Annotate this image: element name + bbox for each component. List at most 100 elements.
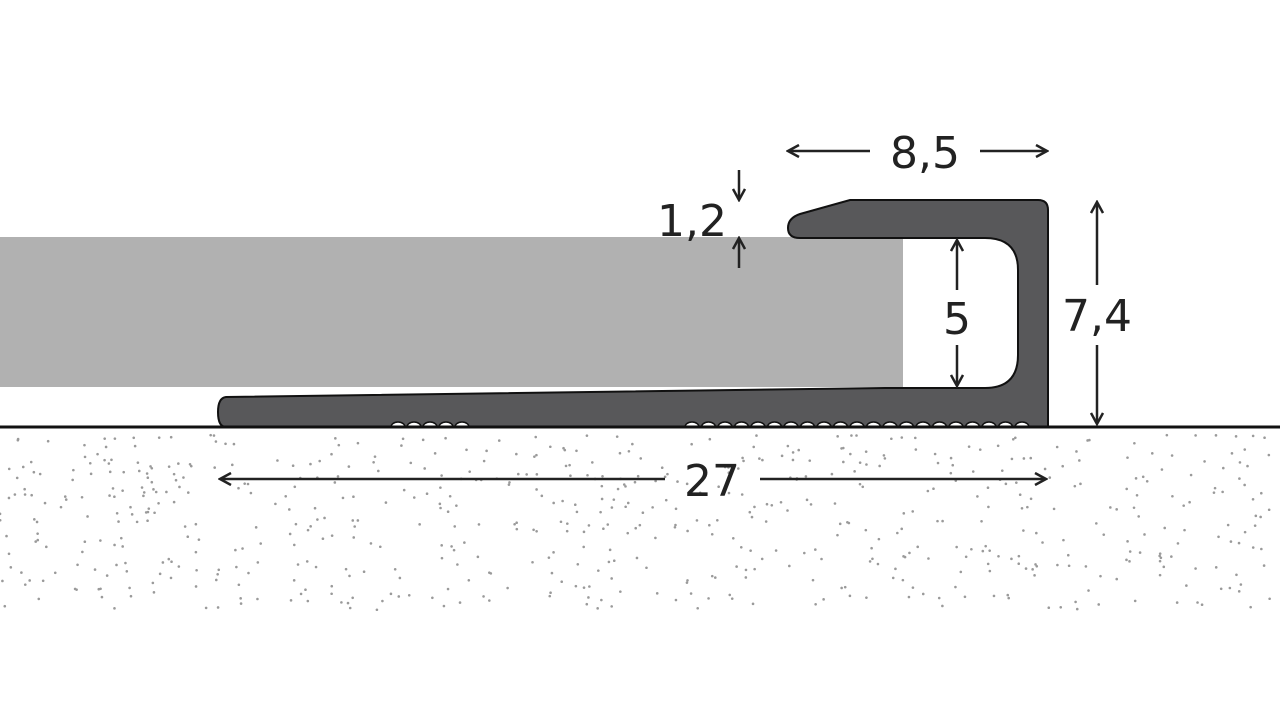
ground-dot [23, 493, 27, 496]
ground-dot [908, 551, 911, 555]
ground-dot [631, 442, 634, 446]
ground-dot [1075, 607, 1079, 611]
ground-dot [1158, 559, 1162, 563]
ground-dot [1238, 477, 1241, 480]
ground-dot [137, 469, 141, 473]
ground-dot [727, 466, 730, 469]
ground-dot [38, 472, 42, 476]
ground-dot [731, 536, 735, 540]
ground-dot [256, 597, 259, 601]
ground-dot [194, 585, 198, 588]
ground-dot [842, 446, 845, 450]
ground-dot [513, 522, 516, 526]
ground-dot [1228, 586, 1232, 590]
dim-inner-height: 5 [943, 294, 971, 345]
ground-dot [230, 463, 234, 467]
ground-dot [135, 520, 139, 524]
ground-dot [980, 519, 983, 523]
ground-dot [936, 461, 940, 465]
ground-dot [362, 570, 366, 574]
ground-dot [516, 472, 520, 476]
ground-dot [1158, 552, 1162, 555]
ground-dot [788, 564, 791, 568]
ground-dot [108, 470, 112, 474]
ground-dot [41, 579, 45, 583]
ground-dot [1234, 435, 1238, 438]
ground-dot [1099, 574, 1102, 578]
ground-dot [954, 585, 957, 589]
ground-dot [33, 518, 36, 521]
ground-dot [765, 502, 769, 506]
ground-dot [93, 568, 97, 571]
ground-dot [1214, 434, 1218, 437]
ground-dot [761, 458, 764, 462]
ground-dot [791, 458, 795, 462]
ground-dot [780, 454, 784, 458]
ground-dot [1115, 508, 1118, 511]
ground-dot [1230, 452, 1234, 455]
ground-dot [1138, 551, 1142, 554]
ground-dot [1066, 553, 1070, 557]
ground-dot [1221, 490, 1224, 494]
ground-dot [970, 547, 973, 551]
ground-dot [1026, 505, 1029, 509]
ground-dot [685, 581, 689, 584]
ground-dot [124, 561, 127, 565]
ground-dot [698, 491, 702, 495]
ground-dot [1125, 487, 1129, 491]
ground-dot [23, 487, 26, 491]
ground-dot [304, 588, 307, 592]
ground-dot [696, 606, 700, 610]
ground-dot [1061, 464, 1064, 468]
ground-dot [142, 491, 146, 494]
ground-dot [566, 522, 569, 525]
ground-dot [249, 491, 253, 495]
ground-dot [169, 576, 173, 580]
ground-dot [786, 444, 790, 448]
ground-dot [136, 461, 140, 464]
ground-dot [1238, 461, 1242, 464]
ground-dot [1150, 452, 1154, 455]
ground-dot [1125, 558, 1128, 562]
ground-dot [209, 433, 212, 437]
ground-dot [401, 437, 405, 441]
ground-dot [626, 531, 630, 535]
ground-dot [314, 565, 318, 569]
ground-dot [1251, 497, 1255, 501]
ground-dot [188, 462, 192, 466]
ground-dot [838, 522, 842, 526]
ground-dot [477, 523, 481, 526]
ground-dot [1235, 573, 1238, 577]
ground-dot [194, 522, 198, 526]
ground-dot [616, 487, 620, 491]
ground-dot [842, 460, 845, 464]
ground-dot [660, 466, 664, 470]
ground-dot [941, 604, 944, 608]
ground-dot [641, 511, 645, 515]
ground-dot [88, 461, 92, 465]
ground-dot [981, 549, 985, 553]
ground-dot [582, 586, 586, 589]
ground-dot [15, 476, 19, 480]
ground-dot [760, 557, 764, 561]
ground-dot [348, 606, 352, 610]
ground-dot [619, 590, 622, 593]
ground-dot [73, 587, 77, 591]
ground-dot [1059, 605, 1063, 609]
ground-dot [241, 547, 244, 550]
ground-dot [600, 497, 604, 501]
ground-dot [1041, 541, 1044, 544]
ground-dot [0, 518, 2, 522]
ground-dot [913, 436, 917, 440]
ground-dot [921, 592, 925, 596]
ground-dot [602, 527, 605, 531]
ground-dot [375, 608, 379, 612]
ground-dot [1196, 601, 1199, 604]
ground-dot [535, 530, 538, 533]
ground-dot [440, 474, 443, 477]
ground-dot [951, 463, 955, 467]
ground-dot [976, 495, 979, 498]
ground-dot [1212, 491, 1216, 494]
ground-dot [119, 536, 123, 540]
